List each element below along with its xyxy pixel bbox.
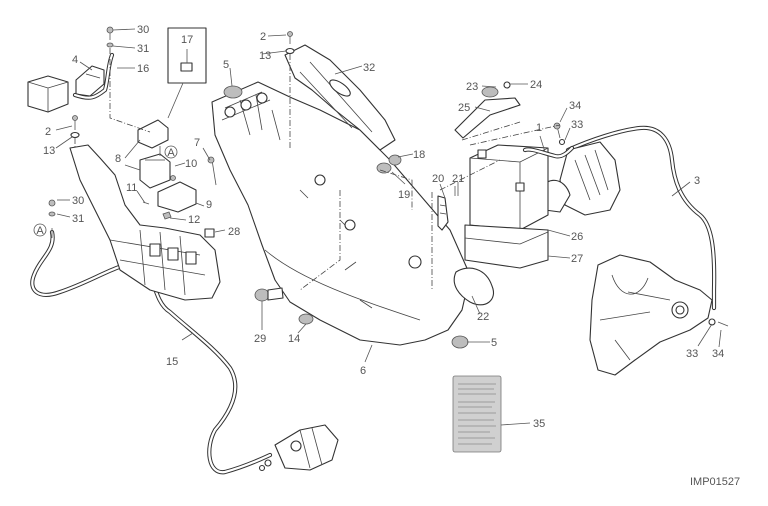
warning-label [452,375,502,453]
terminal-cover [453,267,494,306]
battery-clip [437,195,449,231]
callout-6: 6 [360,365,366,377]
detail-marker-a-top: A [159,145,178,159]
callout-2-top: 2 [260,31,266,43]
detail-marker-a-left: A [33,223,53,238]
cable-16 [72,52,115,100]
callout-23: 23 [466,81,478,93]
callout-24: 24 [530,79,542,91]
callout-19: 19 [398,189,410,201]
callout-34-bottom: 34 [712,348,724,360]
callout-30-left: 30 [72,195,84,207]
callout-31-left: 31 [72,213,84,225]
svg-text:A: A [167,147,175,159]
callout-17: 17 [181,34,193,46]
callouts: 30 31 16 4 17 2 13 8 10 7 11 9 12 28 30 … [43,24,724,430]
callout-5-bottom: 5 [491,337,497,349]
callout-1: 1 [536,122,542,134]
tray-bracket [284,44,396,151]
battery-strap [454,81,521,139]
callout-11: 11 [126,182,137,194]
callout-9: 9 [206,199,212,211]
callout-13-left: 13 [43,145,55,157]
drawing-code: IMP01527 [690,476,740,488]
socket-29 [254,287,284,302]
starter-relay [137,119,171,189]
bolts [48,26,729,327]
callout-18: 18 [413,149,425,161]
battery-pad [464,224,549,269]
cable-3 [565,125,717,311]
callout-35: 35 [533,418,545,430]
svg-text:A: A [36,225,44,237]
grommet-18 [388,154,402,166]
grommet-5-top [223,85,243,99]
engine-crankcase [589,254,713,376]
relay-bracket [157,181,197,213]
callout-28: 28 [228,226,240,238]
fuel-pump-strap-7 [207,156,217,186]
callout-13-top: 13 [259,50,271,62]
assembly-lines [74,48,561,291]
engine-head [539,141,621,216]
callout-8: 8 [115,153,121,165]
callout-29: 29 [254,333,266,345]
callout-14: 14 [288,333,300,345]
callout-5-top: 5 [223,59,229,71]
callout-22: 22 [477,311,489,323]
leader-lines [55,28,722,426]
electrics-bracket [69,144,221,301]
callout-31-top: 31 [137,43,149,55]
callout-25: 25 [458,102,470,114]
callout-20: 20 [432,173,444,185]
callout-27: 27 [571,253,583,265]
callout-34-top: 34 [569,100,581,112]
callout-10: 10 [185,158,197,170]
cable-1 [522,145,575,159]
grommet-14 [298,313,314,325]
callout-21: 21 [452,173,464,185]
callout-12: 12 [188,214,200,226]
starter-motor [258,424,339,472]
grommet-5-bottom [451,335,469,349]
cable-15 [30,229,273,475]
voltage-regulator [27,65,105,113]
battery-tray [211,81,471,346]
callout-33-bottom: 33 [686,348,698,360]
callout-2-left: 2 [45,126,51,138]
callout-15: 15 [166,356,178,368]
callout-7: 7 [194,137,200,149]
callout-4: 4 [72,54,78,66]
callout-16: 16 [137,63,149,75]
fuse-inset-box [167,27,207,119]
callout-3: 3 [694,175,700,187]
callout-32: 32 [363,62,375,74]
callout-30-top: 30 [137,24,149,36]
callout-33-top: 33 [571,119,583,131]
callout-26: 26 [571,231,583,243]
battery [469,144,549,231]
label-plate-28 [204,228,215,238]
